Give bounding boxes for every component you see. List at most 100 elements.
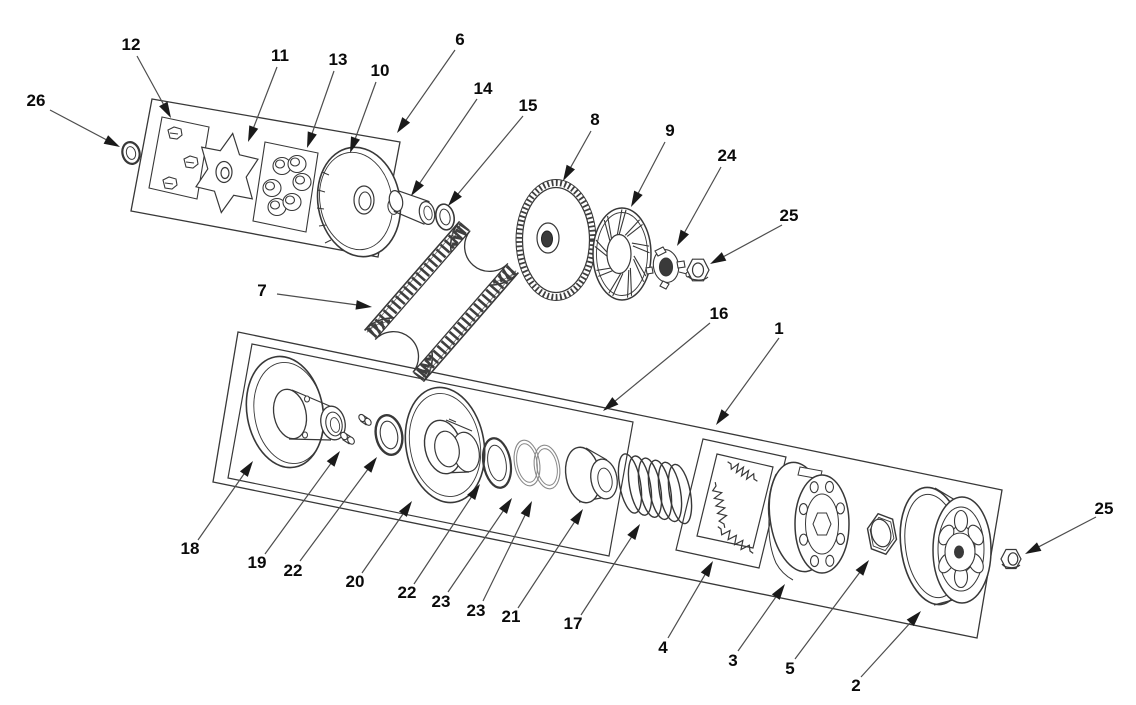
leader-line bbox=[723, 338, 779, 415]
leader-line bbox=[456, 116, 523, 197]
driven-half-inset bbox=[402, 388, 489, 503]
leader-arrowhead bbox=[398, 501, 412, 517]
leader-arrowhead bbox=[906, 611, 921, 627]
ellipse-detail bbox=[511, 438, 544, 488]
clutch-rivet-hole bbox=[800, 534, 808, 545]
callout-5: 5 bbox=[785, 560, 869, 678]
roller-weights bbox=[263, 156, 311, 216]
part-number-label: 5 bbox=[785, 659, 794, 678]
part-number-label: 20 bbox=[346, 572, 365, 591]
ellipse-detail bbox=[296, 176, 305, 184]
clutch-rivet-hole bbox=[837, 533, 845, 544]
leader-line bbox=[581, 534, 633, 615]
fan-blade-edge bbox=[627, 224, 642, 236]
leader-line bbox=[1036, 517, 1096, 548]
leader-arrowhead bbox=[239, 461, 253, 477]
leader-line bbox=[861, 620, 913, 677]
flange-nut-25-top bbox=[687, 259, 709, 281]
ellipse-detail bbox=[364, 417, 373, 426]
callout-21: 21 bbox=[502, 509, 583, 626]
callout-1: 1 bbox=[716, 319, 784, 425]
boss-hole bbox=[305, 396, 310, 402]
lock-nut-5 bbox=[868, 514, 897, 555]
driven-face-inset bbox=[246, 357, 332, 469]
leader-line bbox=[311, 71, 334, 137]
gear-bore bbox=[542, 231, 553, 247]
part-number-label: 9 bbox=[665, 121, 674, 140]
part-number-label: 23 bbox=[432, 592, 451, 611]
ramp-plate-11 bbox=[196, 134, 258, 213]
fan-blade-edge bbox=[634, 259, 644, 281]
leader-line bbox=[252, 67, 277, 131]
leader-line bbox=[362, 511, 405, 573]
driven-face-18 bbox=[238, 350, 348, 473]
ellipse-detail bbox=[286, 196, 295, 204]
leader-arrowhead bbox=[355, 300, 372, 310]
spacer-14 bbox=[387, 189, 436, 225]
leader-line bbox=[354, 82, 376, 142]
bell-face-ring bbox=[938, 507, 984, 591]
callout-9: 9 bbox=[631, 121, 675, 207]
spacer-back bbox=[387, 189, 404, 212]
spring-box-4 bbox=[676, 439, 786, 568]
fan-blade-edge bbox=[609, 273, 621, 293]
callout-22: 22 bbox=[398, 484, 480, 602]
fan-blade bbox=[632, 243, 649, 246]
ellipse-detail bbox=[654, 461, 685, 524]
callout-23: 23 bbox=[432, 498, 512, 611]
leader-arrowhead bbox=[631, 190, 643, 207]
gear-teeth bbox=[519, 183, 593, 297]
ellipse-detail bbox=[624, 454, 655, 517]
hub-hole bbox=[359, 192, 371, 210]
callout-25: 25 bbox=[1025, 499, 1113, 554]
ellipse-detail bbox=[438, 208, 451, 226]
boss-notch bbox=[449, 419, 456, 422]
part-number-label: 11 bbox=[271, 46, 289, 65]
snap-ring-23-second bbox=[531, 443, 563, 491]
clutch-spring bbox=[728, 462, 758, 481]
clutch-shoes-3 bbox=[763, 458, 849, 580]
fan-blade bbox=[634, 256, 646, 276]
part-number-label: 26 bbox=[27, 91, 46, 110]
ellipse-detail bbox=[644, 458, 675, 521]
part-number-label: 8 bbox=[590, 110, 599, 129]
oring-22-second bbox=[479, 436, 514, 490]
ellipse-detail bbox=[346, 436, 356, 446]
box-16-outline bbox=[228, 344, 633, 556]
spring-17 bbox=[614, 452, 695, 525]
callout-23: 23 bbox=[467, 501, 532, 620]
callout-17: 17 bbox=[564, 524, 640, 633]
leader-line bbox=[414, 494, 473, 584]
leader-line bbox=[738, 594, 778, 651]
box-6-outline bbox=[131, 99, 400, 257]
oring-22-first bbox=[372, 413, 406, 458]
clutch-springs-4 bbox=[713, 462, 758, 554]
assembly-box-6 bbox=[131, 99, 400, 257]
clutch-shoe-edges bbox=[768, 474, 793, 580]
belt-inner bbox=[375, 231, 508, 373]
leader-arrowhead bbox=[307, 131, 317, 148]
leader-line bbox=[137, 56, 165, 107]
leader-line bbox=[418, 99, 477, 186]
fan-blade bbox=[613, 273, 623, 296]
nut-hex-inner bbox=[870, 517, 894, 550]
nut-flange bbox=[1002, 564, 1020, 568]
ellipse-detail bbox=[479, 436, 514, 490]
callout-8: 8 bbox=[563, 110, 600, 181]
ellipse-detail bbox=[339, 431, 349, 441]
leader-arrowhead bbox=[350, 136, 361, 153]
leader-arrowhead bbox=[710, 252, 727, 264]
leader-line bbox=[637, 142, 665, 196]
ellipse-detail bbox=[534, 447, 560, 487]
slider-piece bbox=[184, 156, 198, 168]
ratchet-bore bbox=[660, 258, 673, 276]
part-number-label: 3 bbox=[728, 651, 737, 670]
callout-26: 26 bbox=[27, 91, 120, 147]
clutch-rivet-hole bbox=[810, 482, 818, 493]
nut-flange bbox=[688, 276, 708, 280]
part-number-label: 19 bbox=[248, 553, 267, 572]
leader-arrowhead bbox=[855, 560, 869, 576]
leader-arrowhead bbox=[771, 584, 785, 600]
part-number-label: 10 bbox=[371, 61, 390, 80]
